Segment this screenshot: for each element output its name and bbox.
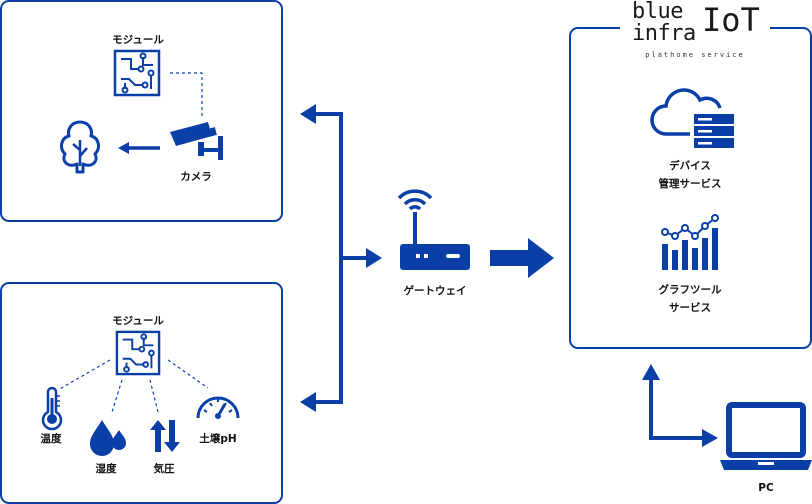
module-sensor-dashed-connectors — [57, 359, 209, 413]
water-drops-icon — [90, 420, 126, 456]
camera-to-tree-arrow — [118, 142, 160, 154]
camera-icon — [170, 122, 223, 160]
module-camera-dashed-connector — [170, 72, 203, 118]
router-icon — [400, 212, 470, 270]
camera-label: カメラ — [180, 171, 212, 183]
bar-graph-icon — [661, 214, 719, 270]
cloud-pc-elbow-arrow — [642, 364, 718, 447]
cloud-service-panel — [569, 27, 812, 349]
laptop-icon — [720, 402, 812, 470]
bottom-module-label: モジュール — [112, 315, 164, 327]
sites-to-gateway-bracket — [300, 104, 382, 412]
logo-text-infra: infra — [632, 21, 696, 46]
wifi-icon — [397, 189, 433, 211]
blue-infra-iot-logo: blue infra IoT plathome service — [620, 0, 770, 62]
graph-service-label-line2: サービス — [669, 302, 711, 314]
top-module-label: モジュール — [112, 34, 164, 46]
sensor-label-temperature: 温度 — [40, 433, 62, 445]
gauge-icon — [196, 396, 240, 419]
gateway-to-cloud-arrow — [490, 238, 554, 278]
sensor-label-humidity: 湿度 — [95, 463, 117, 475]
tree-icon — [60, 120, 100, 174]
sensor-label-soil-ph: 土壌pH — [199, 433, 237, 445]
top-module-icon — [113, 49, 161, 97]
logo-iot-mark: IoT — [702, 1, 760, 39]
gateway-label: ゲートウェイ — [403, 285, 467, 297]
camera-site-panel — [0, 0, 283, 222]
pressure-arrows-icon — [150, 420, 180, 452]
sensor-label-pressure: 気圧 — [153, 463, 175, 475]
logo-tagline: plathome service — [645, 51, 745, 59]
device-service-label-line2: 管理サービス — [658, 178, 722, 190]
pc-label: PC — [758, 482, 774, 494]
graph-service-label-line1: グラフツール — [658, 284, 722, 296]
thermometer-icon — [41, 386, 63, 431]
device-service-label-line1: デバイス — [669, 160, 711, 172]
bottom-module-icon — [115, 330, 161, 376]
cloud-server-icon — [650, 88, 734, 148]
logo-text-blue: blue — [632, 0, 683, 24]
